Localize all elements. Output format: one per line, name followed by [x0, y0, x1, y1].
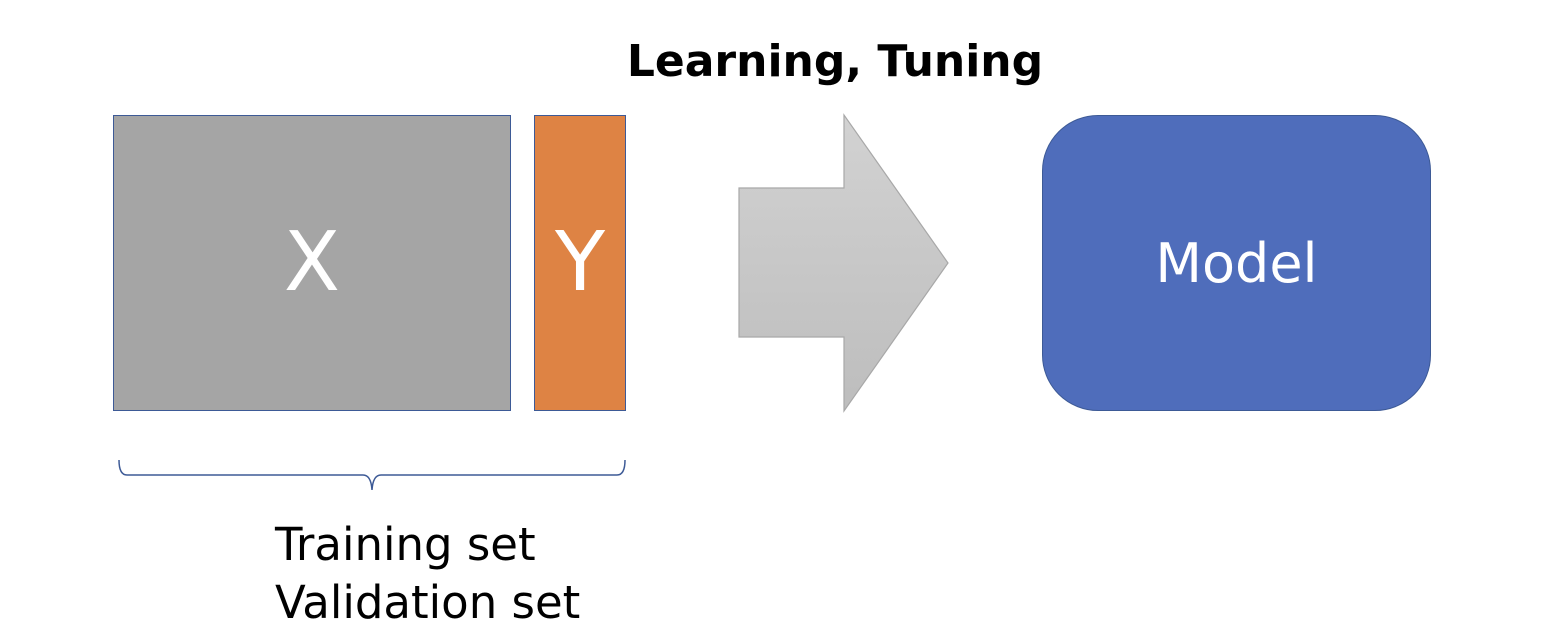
dataset-brace [118, 459, 626, 491]
features-label: X [283, 215, 341, 310]
arrow-shape [738, 113, 949, 413]
training-set-caption: Training set [275, 518, 536, 571]
features-block: X [113, 115, 511, 411]
validation-set-caption: Validation set [275, 576, 581, 629]
right-arrow-icon [738, 113, 949, 413]
target-label: Y [554, 215, 606, 310]
target-block: Y [534, 115, 626, 411]
model-box: Model [1042, 115, 1431, 411]
model-label: Model [1155, 231, 1318, 295]
diagram-heading: Learning, Tuning [626, 36, 1044, 87]
